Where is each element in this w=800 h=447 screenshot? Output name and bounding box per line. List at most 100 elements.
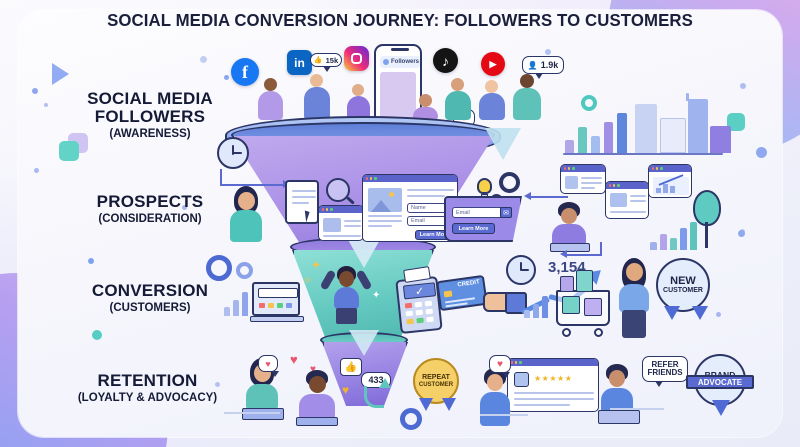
bar xyxy=(542,296,548,318)
linkedin-icon[interactable]: in xyxy=(287,50,312,75)
person-head xyxy=(339,271,354,287)
card-titlebar xyxy=(319,206,363,213)
cart-wheel xyxy=(594,328,603,337)
bar xyxy=(604,122,613,153)
dot-icon xyxy=(545,49,551,55)
flow-arrow-head xyxy=(524,192,531,200)
laptop-icon xyxy=(242,408,284,420)
cart-box xyxy=(576,270,593,292)
card-line xyxy=(368,225,392,228)
terminal-key xyxy=(424,300,433,307)
person-icon: 👤 xyxy=(527,60,538,70)
person-arm xyxy=(355,269,373,291)
flow-arrow xyxy=(566,254,602,256)
heart-bubble: ♥ xyxy=(489,355,511,378)
register-key xyxy=(268,303,274,308)
side-email-input[interactable]: Email xyxy=(452,207,507,218)
person-body xyxy=(304,87,330,120)
stage-label-conversion-line1: CONVERSION xyxy=(91,281,209,300)
page-title: SOCIAL MEDIA CONVERSION JOURNEY: FOLLOWE… xyxy=(107,10,693,30)
person-body xyxy=(230,210,262,242)
clock-hand-hour xyxy=(520,262,522,271)
person-legs xyxy=(336,308,357,324)
bar xyxy=(670,186,675,193)
refer-friends-line1: REFER xyxy=(651,359,679,369)
stage-label-consideration: PROSPECTS (CONSIDERATION) xyxy=(55,193,245,225)
avatar xyxy=(565,176,578,189)
clock-hand-hour xyxy=(232,145,234,155)
terminal-key xyxy=(416,317,424,324)
sun-icon xyxy=(389,192,394,197)
bar xyxy=(242,292,248,316)
register-display xyxy=(258,288,298,298)
chart-baseline xyxy=(563,153,723,155)
phone-speaker xyxy=(391,48,409,51)
person-head xyxy=(626,263,643,281)
chart-area xyxy=(653,174,689,195)
bar xyxy=(617,113,627,153)
terminal-key xyxy=(404,302,413,309)
person-head xyxy=(485,80,498,93)
card-line xyxy=(368,215,402,218)
dot-icon xyxy=(224,75,229,80)
card-line xyxy=(581,177,602,179)
card-line xyxy=(514,392,594,395)
card-line xyxy=(407,189,454,192)
instagram-icon[interactable] xyxy=(344,46,369,71)
flow-arrow-stem xyxy=(220,169,222,186)
ground-line xyxy=(224,412,280,414)
bar xyxy=(663,184,668,193)
ground-line xyxy=(480,414,528,416)
stage-label-awareness: SOCIAL MEDIA FOLLOWERS (AWARENESS) xyxy=(60,90,240,140)
building-antenna xyxy=(686,93,689,101)
stage-label-conversion-line2: (CUSTOMERS) xyxy=(109,301,191,314)
terminal-key xyxy=(415,309,424,316)
dot-icon xyxy=(32,88,38,94)
card-image xyxy=(368,188,402,212)
person-body xyxy=(479,93,505,120)
cash-register-icon xyxy=(252,282,300,316)
youtube-icon[interactable]: ▶ xyxy=(481,52,505,76)
send-mail-icon[interactable]: ✉ xyxy=(500,207,512,218)
lead-capture-card: Name Email Learn More xyxy=(362,174,458,242)
clock-hand-minute xyxy=(521,269,529,271)
bar xyxy=(656,188,661,193)
phone-mockup: Followers xyxy=(374,44,422,124)
dot-icon xyxy=(756,147,767,158)
heart-bubble: ♥ xyxy=(258,355,279,377)
register-key xyxy=(259,303,265,308)
bar xyxy=(533,304,539,318)
card-image xyxy=(323,218,341,232)
dot-icon xyxy=(738,230,745,237)
person-body xyxy=(258,91,283,120)
building xyxy=(635,104,657,153)
tiktok-glyph: ♪ xyxy=(442,52,449,69)
card-line xyxy=(514,404,570,407)
likes-badge: 👍 15k xyxy=(310,53,342,72)
dot-icon xyxy=(34,168,39,173)
terminal-key xyxy=(426,316,434,323)
card-stripe xyxy=(445,302,468,308)
person-body xyxy=(552,224,586,246)
person-body xyxy=(299,394,335,420)
building xyxy=(688,99,708,153)
loop-arrow-head xyxy=(379,378,391,388)
terminal-key xyxy=(405,310,414,317)
register-key xyxy=(286,303,292,308)
side-learn-more-button[interactable]: Learn More xyxy=(452,223,495,234)
card-line xyxy=(630,200,646,202)
dot-icon xyxy=(716,312,721,317)
person-head xyxy=(609,370,625,387)
gear-icon xyxy=(206,255,232,281)
brand-advocate-ribbon: ADVOCATE xyxy=(686,375,754,389)
person-head xyxy=(520,74,534,88)
thumbs-up-icon: 👍 xyxy=(313,57,323,64)
laptop-icon xyxy=(296,417,338,426)
dot-icon xyxy=(88,258,94,264)
facebook-icon[interactable]: f xyxy=(231,58,259,86)
dot-icon xyxy=(44,103,48,107)
tiktok-icon[interactable]: ♪ xyxy=(433,48,458,73)
person-legs xyxy=(622,310,646,338)
card-chip xyxy=(443,290,453,298)
